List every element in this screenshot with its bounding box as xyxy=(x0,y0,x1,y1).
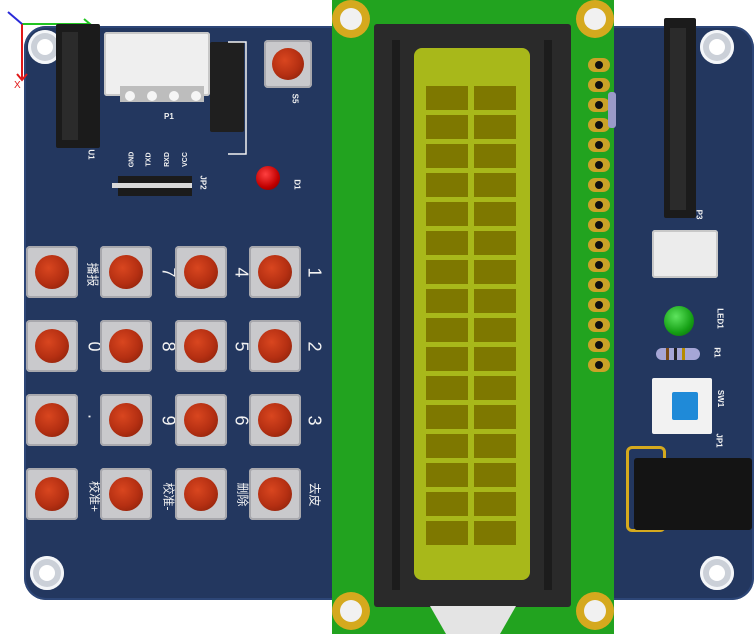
key-8[interactable] xyxy=(100,320,152,372)
connector-white xyxy=(652,230,718,278)
mounting-hole xyxy=(700,30,734,64)
label-led1: LED1 xyxy=(715,308,725,329)
lcd-mount-pad xyxy=(332,592,370,630)
jp2-pin-gnd: GND xyxy=(128,151,136,168)
key-5[interactable] xyxy=(175,320,227,372)
key-calibrate-plus[interactable] xyxy=(26,468,78,520)
label-sw1: SW1 xyxy=(716,389,726,408)
key-label: 2 xyxy=(304,341,325,352)
key-9[interactable] xyxy=(100,394,152,446)
lcd-mount-pad xyxy=(576,0,614,38)
key-broadcast[interactable] xyxy=(26,246,78,298)
key-label: 播报 xyxy=(85,262,100,287)
label-u1: U1 xyxy=(86,149,96,160)
header-small xyxy=(210,42,244,132)
key-2[interactable] xyxy=(249,320,301,372)
jp2-pin-txd: TXD xyxy=(145,152,153,167)
key-4[interactable] xyxy=(175,246,227,298)
lcd-mount-pad xyxy=(332,0,370,38)
label-jp2: JP2 xyxy=(198,175,208,190)
resistor-small xyxy=(608,92,616,128)
key-6[interactable] xyxy=(175,394,227,446)
key-delete[interactable] xyxy=(175,468,227,520)
key-calibrate-minus[interactable] xyxy=(100,468,152,520)
lcd-screen xyxy=(414,48,530,580)
key-7[interactable] xyxy=(100,246,152,298)
jp2-pin-rxd: RXD xyxy=(163,152,171,167)
lcd-mount-pad xyxy=(576,592,614,630)
lcd-backlight-tab xyxy=(430,606,516,634)
key-label: 去皮 xyxy=(307,482,322,507)
label-p1: P1 xyxy=(164,112,174,121)
key-tare[interactable] xyxy=(249,468,301,520)
connector-pins xyxy=(120,86,204,102)
key-1[interactable] xyxy=(249,246,301,298)
dc-power-jack[interactable] xyxy=(634,458,752,530)
header-u1 xyxy=(56,24,100,148)
label-s5: S5 xyxy=(290,93,300,104)
red-led-d1 xyxy=(256,166,280,190)
key-0-left[interactable] xyxy=(26,320,78,372)
reset-button-s5[interactable] xyxy=(264,40,312,88)
key-label: 3 xyxy=(304,415,325,426)
key-label: 1 xyxy=(304,267,325,278)
label-jp1: JP1 xyxy=(714,433,724,448)
label-r1: R1 xyxy=(712,347,722,358)
mounting-hole xyxy=(700,556,734,590)
jp2-pin-vcc: VCC xyxy=(181,152,189,167)
svg-text:X: X xyxy=(14,80,21,91)
label-p3: P3 xyxy=(694,209,704,220)
header-p3 xyxy=(664,18,696,218)
switch-sw1[interactable] xyxy=(652,378,712,434)
mounting-hole xyxy=(30,556,64,590)
key-3[interactable] xyxy=(249,394,301,446)
label-d1: D1 xyxy=(292,179,302,190)
jp2-pins xyxy=(112,183,192,188)
key-dot[interactable] xyxy=(26,394,78,446)
resistor-r1 xyxy=(656,348,700,360)
green-led-led1 xyxy=(664,306,694,336)
connector-p1 xyxy=(104,32,210,96)
silk-bracket xyxy=(228,41,247,155)
